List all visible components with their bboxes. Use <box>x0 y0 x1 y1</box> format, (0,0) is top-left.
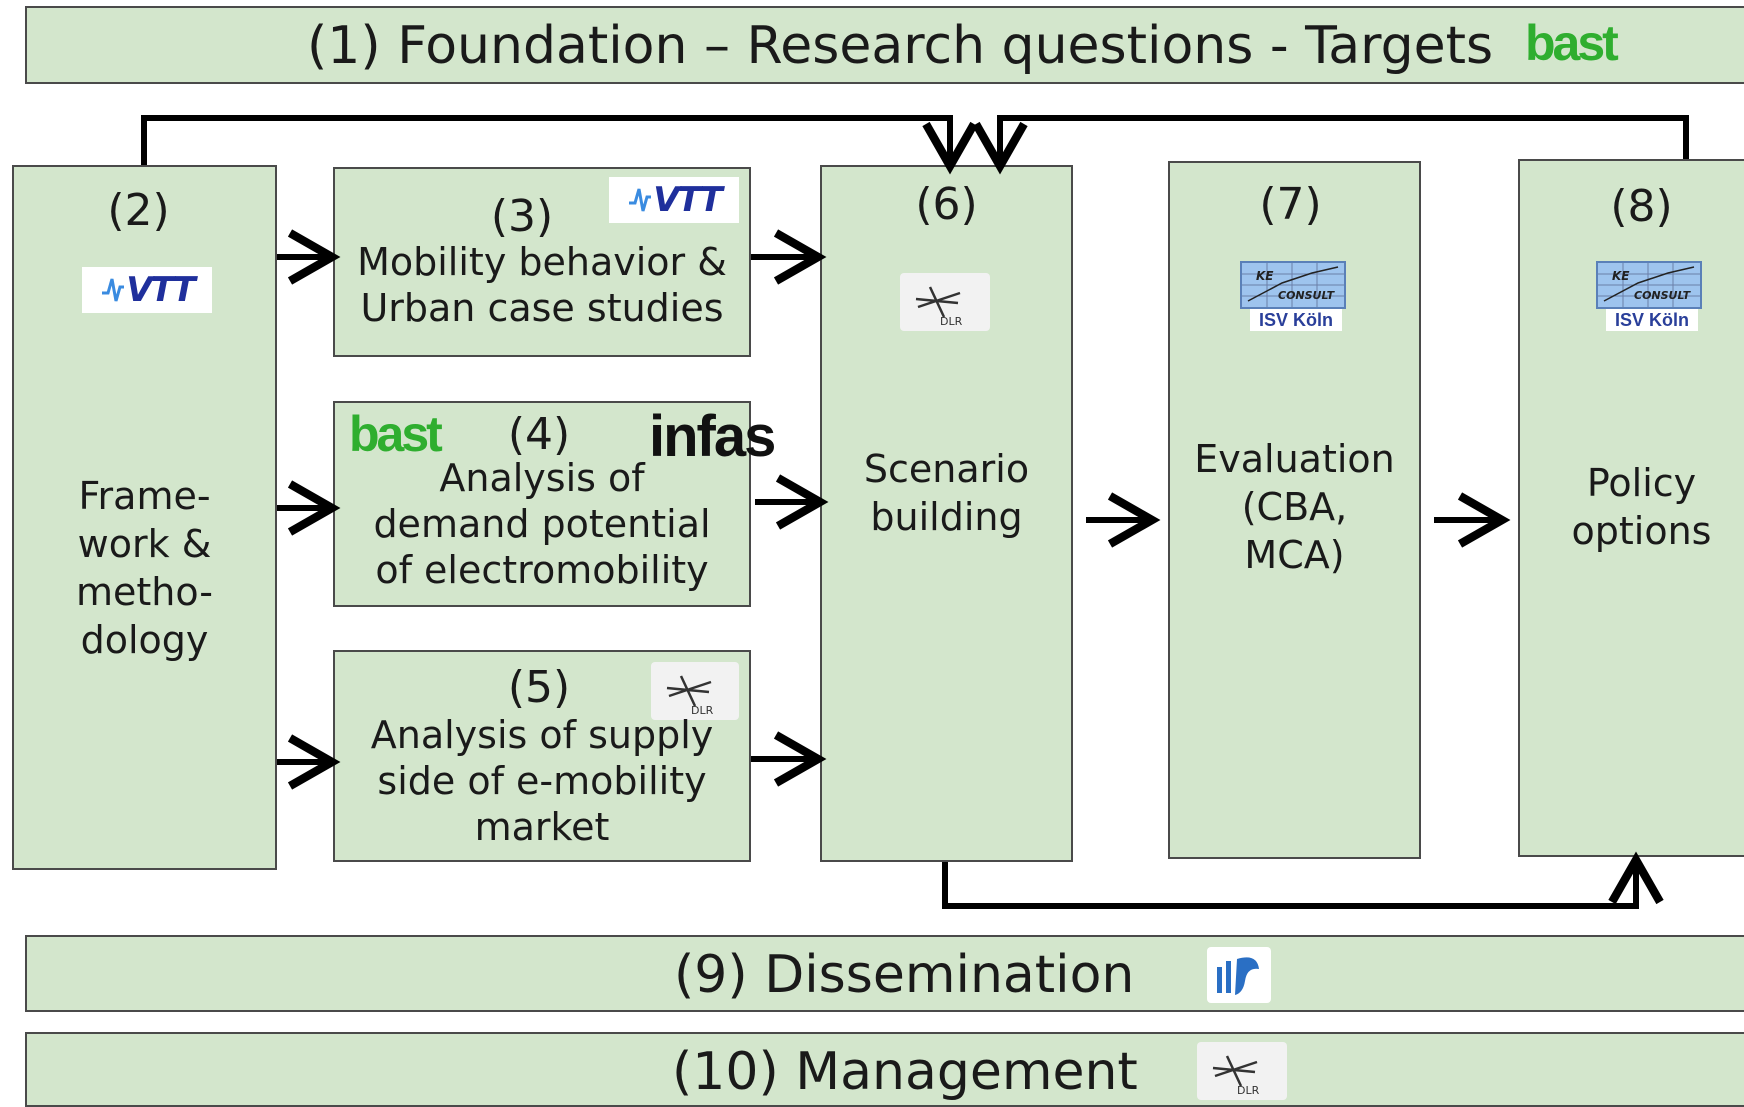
management-bar: (10) Management DLR <box>25 1032 1744 1107</box>
arrow-2-to-6 <box>141 115 978 175</box>
box-8-label: Policy options <box>1520 459 1744 555</box>
consult-logo-text: CONSULT <box>1278 289 1335 302</box>
box-6-number: (6) <box>915 179 978 230</box>
box-6-line: Scenario <box>863 447 1030 491</box>
foundation-title: (1) Foundation – Research questions - Ta… <box>307 16 1494 76</box>
ke-consult-logo-chart-icon <box>1598 263 1700 307</box>
box-2-label: Frame- work & metho- dology <box>14 472 275 664</box>
ke-consult-logo-chart-icon <box>1242 263 1344 307</box>
dlr-logo-icon <box>915 286 961 318</box>
box-demand-potential: bast (4) infas Analysis of demand potent… <box>333 401 776 607</box>
box-5-line: side of e-mobility <box>377 759 707 803</box>
box-5-line: Analysis of supply <box>370 713 714 757</box>
dlr-logo: DLR <box>651 662 739 720</box>
box-2-line: work & <box>77 522 212 566</box>
box-supply-side: (5) DLR Analysis of supply side of e-mob… <box>333 650 751 862</box>
dlr-logo-icon <box>1212 1055 1258 1087</box>
vtt-logo-text: VTT <box>653 180 722 220</box>
box-mobility-behavior: (3) VTT Mobility behavior & Urban case s… <box>333 167 751 357</box>
box-policy-options: (8) KE CONSULT ISV Köln Policy options <box>1518 159 1744 857</box>
ifs-logo-icon <box>1217 957 1259 995</box>
box-3-line: Mobility behavior & <box>357 240 727 284</box>
box-4-line: of electromobility <box>375 548 709 592</box>
box-7-line: MCA) <box>1244 533 1345 577</box>
box-8-line: Policy <box>1586 461 1697 505</box>
bast-logo: bast <box>1525 14 1619 72</box>
box-scenario-building: (6) DLR Scenario building <box>820 165 1073 862</box>
dissemination-bar: (9) Dissemination <box>25 935 1744 1012</box>
vtt-logo: VTT <box>82 267 212 313</box>
dissemination-title: (9) Dissemination <box>674 945 1135 1005</box>
box-2-number: (2) <box>107 185 170 236</box>
ke-logo-text: KE <box>1612 269 1630 283</box>
box-6-label: Scenario building <box>822 445 1071 541</box>
dlr-logo: DLR <box>900 273 990 331</box>
vtt-logo-wave-icon <box>102 278 125 302</box>
infas-logo: infas <box>649 403 776 470</box>
infas-logo-text: infas <box>649 404 776 469</box>
box-5-label: Analysis of supply side of e-mobility ma… <box>335 712 749 850</box>
box-4-line: Analysis of <box>439 456 645 500</box>
ke-consult-logo: KE CONSULT <box>1596 261 1702 309</box>
box-framework-methodology: (2) VTT Frame- work & metho- dology <box>12 165 277 870</box>
bast-logo-text: bast <box>1525 15 1619 71</box>
management-title: (10) Management <box>672 1042 1138 1102</box>
ke-consult-logo: KE CONSULT <box>1240 261 1346 309</box>
vtt-logo-text: VTT <box>126 270 195 310</box>
box-3-label: Mobility behavior & Urban case studies <box>335 239 749 331</box>
isv-koeln-logo: ISV Köln <box>1606 309 1698 331</box>
box-7-number: (7) <box>1259 179 1322 230</box>
box-7-label: Evaluation (CBA, MCA) <box>1170 435 1419 579</box>
box-8-number: (8) <box>1610 181 1673 232</box>
box-3-number: (3) <box>490 191 554 242</box>
box-7-line: (CBA, <box>1241 485 1348 529</box>
box-2-line: Frame- <box>78 474 211 518</box>
box-4-label: Analysis of demand potential of electrom… <box>335 455 749 593</box>
dlr-logo-text: DLR <box>940 315 963 328</box>
box-2-line: dology <box>80 618 209 662</box>
box-5-line: market <box>474 805 610 849</box>
dlr-logo-icon <box>666 675 712 707</box>
ifs-logo <box>1207 947 1271 1003</box>
box-evaluation: (7) KE CONSULT ISV Köln Evaluation (CBA,… <box>1168 161 1421 859</box>
dlr-logo-text: DLR <box>691 704 714 717</box>
box-2-line: metho- <box>75 570 214 614</box>
box-8-line: options <box>1571 509 1712 553</box>
box-5-number: (5) <box>507 662 571 713</box>
box-3-line: Urban case studies <box>360 286 724 330</box>
bast-logo: bast <box>349 405 443 463</box>
bast-logo-text: bast <box>349 406 443 462</box>
isv-koeln-logo: ISV Köln <box>1250 309 1342 331</box>
dlr-logo: DLR <box>1197 1042 1287 1100</box>
consult-logo-text: CONSULT <box>1634 289 1691 302</box>
arrow-8-to-6 <box>972 115 1689 175</box>
vtt-logo: VTT <box>609 177 739 223</box>
box-4-line: demand potential <box>373 502 711 546</box>
foundation-bar: (1) Foundation – Research questions - Ta… <box>25 6 1744 84</box>
box-4-number: (4) <box>507 409 571 460</box>
box-7-line: Evaluation <box>1194 437 1395 481</box>
vtt-logo-wave-icon <box>629 188 652 212</box>
box-6-line: building <box>870 495 1023 539</box>
dlr-logo-text: DLR <box>1237 1084 1260 1097</box>
ke-logo-text: KE <box>1256 269 1274 283</box>
arrow-6-to-8-bottom <box>942 851 1664 909</box>
